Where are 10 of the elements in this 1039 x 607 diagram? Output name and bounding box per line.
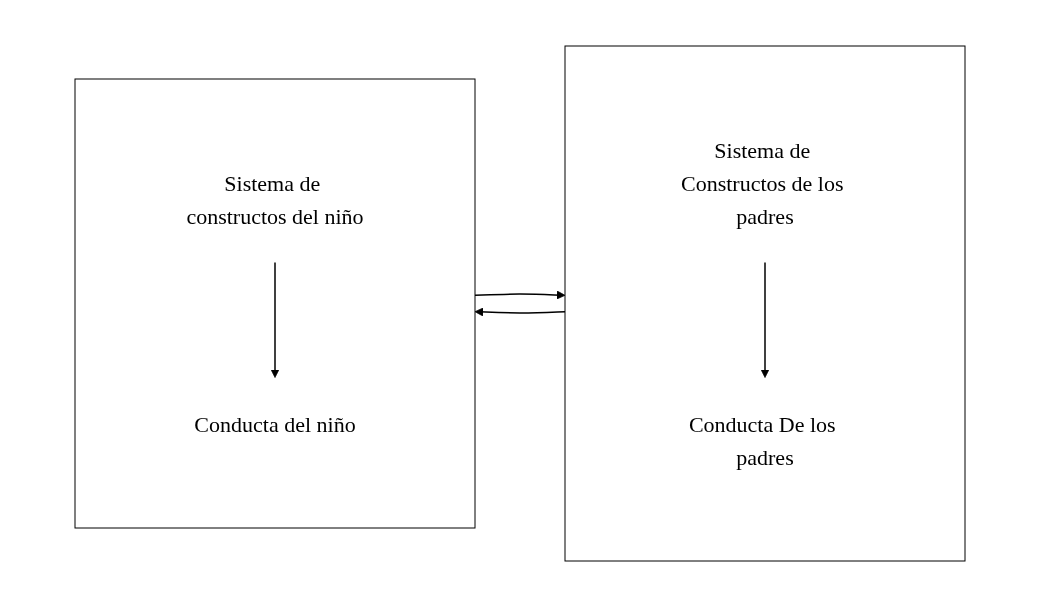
arrow bbox=[270, 261, 279, 378]
node-text: Conducta De los padres bbox=[688, 411, 836, 470]
cluster bbox=[74, 78, 475, 529]
node-text: Sistema de Constructos de los padres bbox=[680, 137, 844, 229]
node-text: Conducta del niño bbox=[193, 411, 356, 437]
node-text: Sistema de constructos del niño bbox=[185, 170, 364, 229]
arrow bbox=[760, 261, 769, 378]
cluster bbox=[564, 45, 965, 562]
arrow bbox=[474, 307, 566, 317]
arrow bbox=[473, 290, 565, 300]
